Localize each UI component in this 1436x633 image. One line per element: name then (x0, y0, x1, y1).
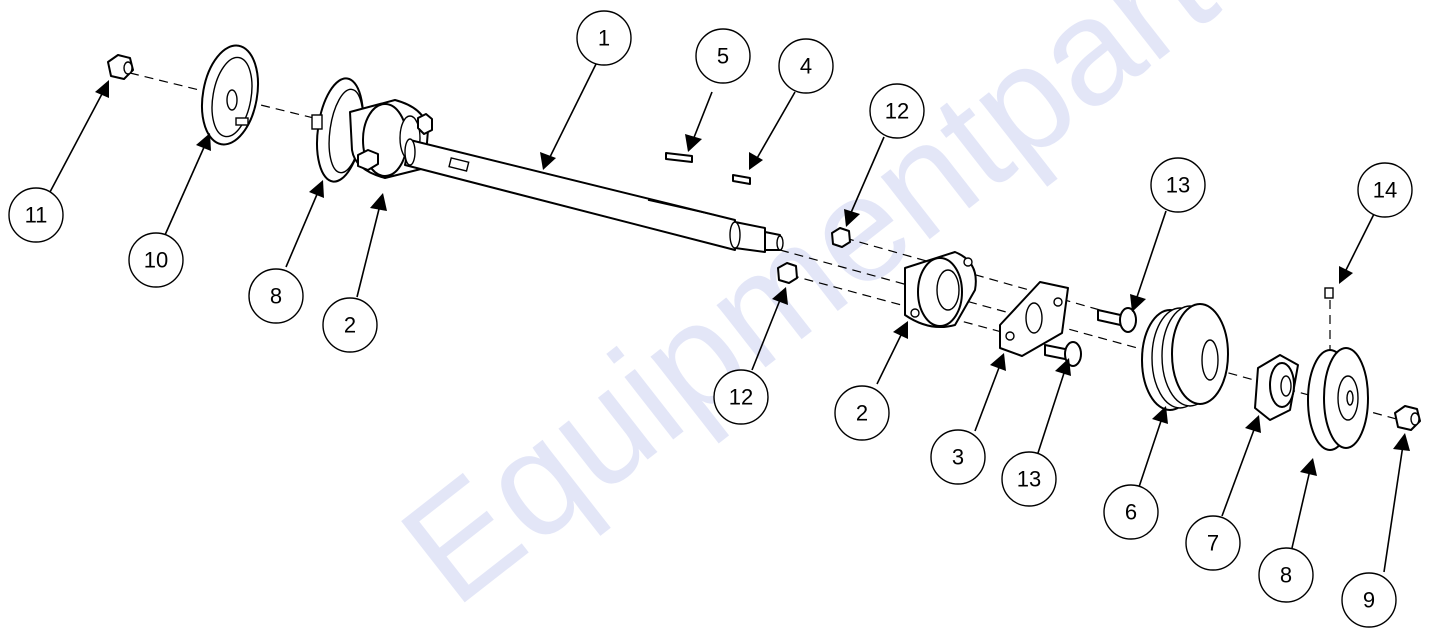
callout-4-label: 4 (800, 54, 812, 79)
main-shaft (404, 138, 784, 253)
callouts: 1 2 2 3 4 5 6 7 (8, 10, 1413, 628)
callout-3: 3 (930, 429, 986, 485)
flange-nut-left (107, 54, 134, 80)
cover-plate (201, 44, 259, 146)
callout-12-bottom: 12 (713, 369, 769, 425)
callout-4: 4 (778, 38, 834, 94)
pulley (1141, 303, 1229, 411)
callout-2-left: 2 (322, 297, 378, 353)
callout-11-label: 11 (25, 203, 48, 228)
callout-6: 6 (1103, 484, 1159, 540)
callout-12-top: 12 (869, 83, 925, 139)
callout-1: 1 (576, 10, 632, 66)
callout-8-left-label: 8 (270, 284, 282, 309)
shaft-keys (665, 152, 751, 185)
callout-13-bottom: 13 (1001, 451, 1057, 507)
leader-lines (49, 59, 1410, 573)
callout-1-label: 1 (598, 26, 610, 51)
callout-7-label: 7 (1207, 531, 1219, 556)
set-screw (1324, 287, 1334, 299)
callout-8-right-label: 8 (1280, 563, 1292, 588)
callout-9-label: 9 (1363, 588, 1375, 613)
nuts-12 (777, 227, 851, 284)
callout-14-label: 14 (1373, 178, 1397, 203)
callout-8-left: 8 (248, 268, 304, 324)
callout-8-right: 8 (1258, 547, 1314, 603)
callout-13-top: 13 (1150, 157, 1206, 213)
callout-6-label: 6 (1125, 500, 1137, 525)
callout-2-left-label: 2 (344, 313, 356, 338)
callout-12-top-label: 12 (885, 99, 909, 124)
callout-10-label: 10 (144, 248, 168, 273)
callout-14: 14 (1357, 162, 1413, 218)
callout-10: 10 (128, 232, 184, 288)
callout-2-right-label: 2 (856, 401, 868, 426)
callout-12-bottom-label: 12 (729, 385, 753, 410)
mounting-plate (999, 281, 1069, 357)
callout-13-bottom-label: 13 (1017, 467, 1041, 492)
callout-11: 11 (8, 187, 64, 243)
callout-2-right: 2 (834, 385, 890, 441)
flange-nut-right (1394, 405, 1421, 431)
right-bearing-flange (904, 251, 977, 328)
callout-7: 7 (1185, 515, 1241, 571)
callout-13-top-label: 13 (1166, 173, 1190, 198)
callout-5-label: 5 (717, 44, 729, 69)
callout-9: 9 (1341, 572, 1397, 628)
taper-bushing (1254, 354, 1299, 421)
callout-3-label: 3 (952, 445, 964, 470)
right-sheave (1307, 347, 1369, 451)
callout-5: 5 (695, 28, 751, 84)
